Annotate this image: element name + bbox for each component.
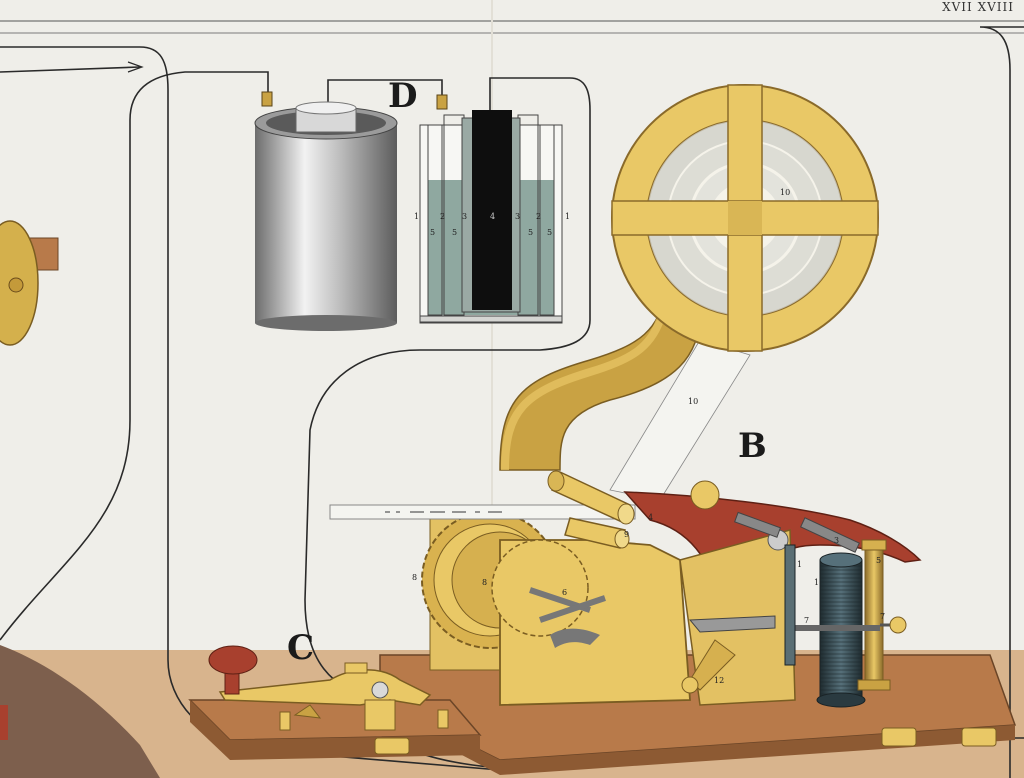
num-gear-hub: 8 <box>482 578 488 587</box>
plate-number: XVII XVIII <box>942 0 1014 14</box>
num-ratchet: 6 <box>562 588 568 597</box>
num-cell-inner-right: 2 <box>536 212 542 221</box>
num-cell-outer-right: 1 <box>565 212 571 221</box>
electromagnet <box>784 539 907 708</box>
label-battery: D <box>388 76 418 116</box>
num-cell-inner-left: 2 <box>440 212 446 221</box>
num-roller-upper: 4 <box>648 513 654 522</box>
battery-cell-section <box>419 94 563 324</box>
num-magnet-post: 1 <box>797 560 803 569</box>
left-instrument <box>0 220 59 346</box>
num-cell-inner-a: 5 <box>452 228 458 237</box>
num-magnet-post2: 1 <box>814 578 820 587</box>
num-cell-outer-left: 1 <box>414 212 420 221</box>
battery-jar <box>254 91 398 331</box>
num-gear-big: 8 <box>412 573 418 582</box>
binding-posts <box>881 727 997 747</box>
telegraph-key <box>188 645 482 760</box>
num-armature-rod: 7 <box>804 616 810 625</box>
num-tension-screw: 7 <box>880 612 886 621</box>
num-cell-inner-b: 5 <box>528 228 534 237</box>
num-armature-arm: 3 <box>834 536 840 545</box>
paper-strip-horizontal <box>329 504 636 520</box>
ground-mound <box>0 645 160 778</box>
num-paper-reel: 10 <box>780 188 791 197</box>
num-roller-lower: 9 <box>624 530 630 539</box>
num-cell-zinc-right: 3 <box>515 212 521 221</box>
num-crank: 12 <box>714 676 725 685</box>
num-coil-screw: 5 <box>876 556 882 565</box>
num-cell-zinc-left: 3 <box>462 212 468 221</box>
paper-reel <box>611 84 879 352</box>
label-key: C <box>287 628 315 668</box>
num-cell-carbon: 4 <box>490 212 496 221</box>
num-paper-strip: 10 <box>688 397 699 406</box>
num-cell-liquid-right: 5 <box>547 228 553 237</box>
label-receiver: B <box>738 426 767 466</box>
num-cell-liquid-left: 5 <box>430 228 436 237</box>
ratchet-wheel <box>491 539 589 637</box>
rollers <box>547 470 635 549</box>
